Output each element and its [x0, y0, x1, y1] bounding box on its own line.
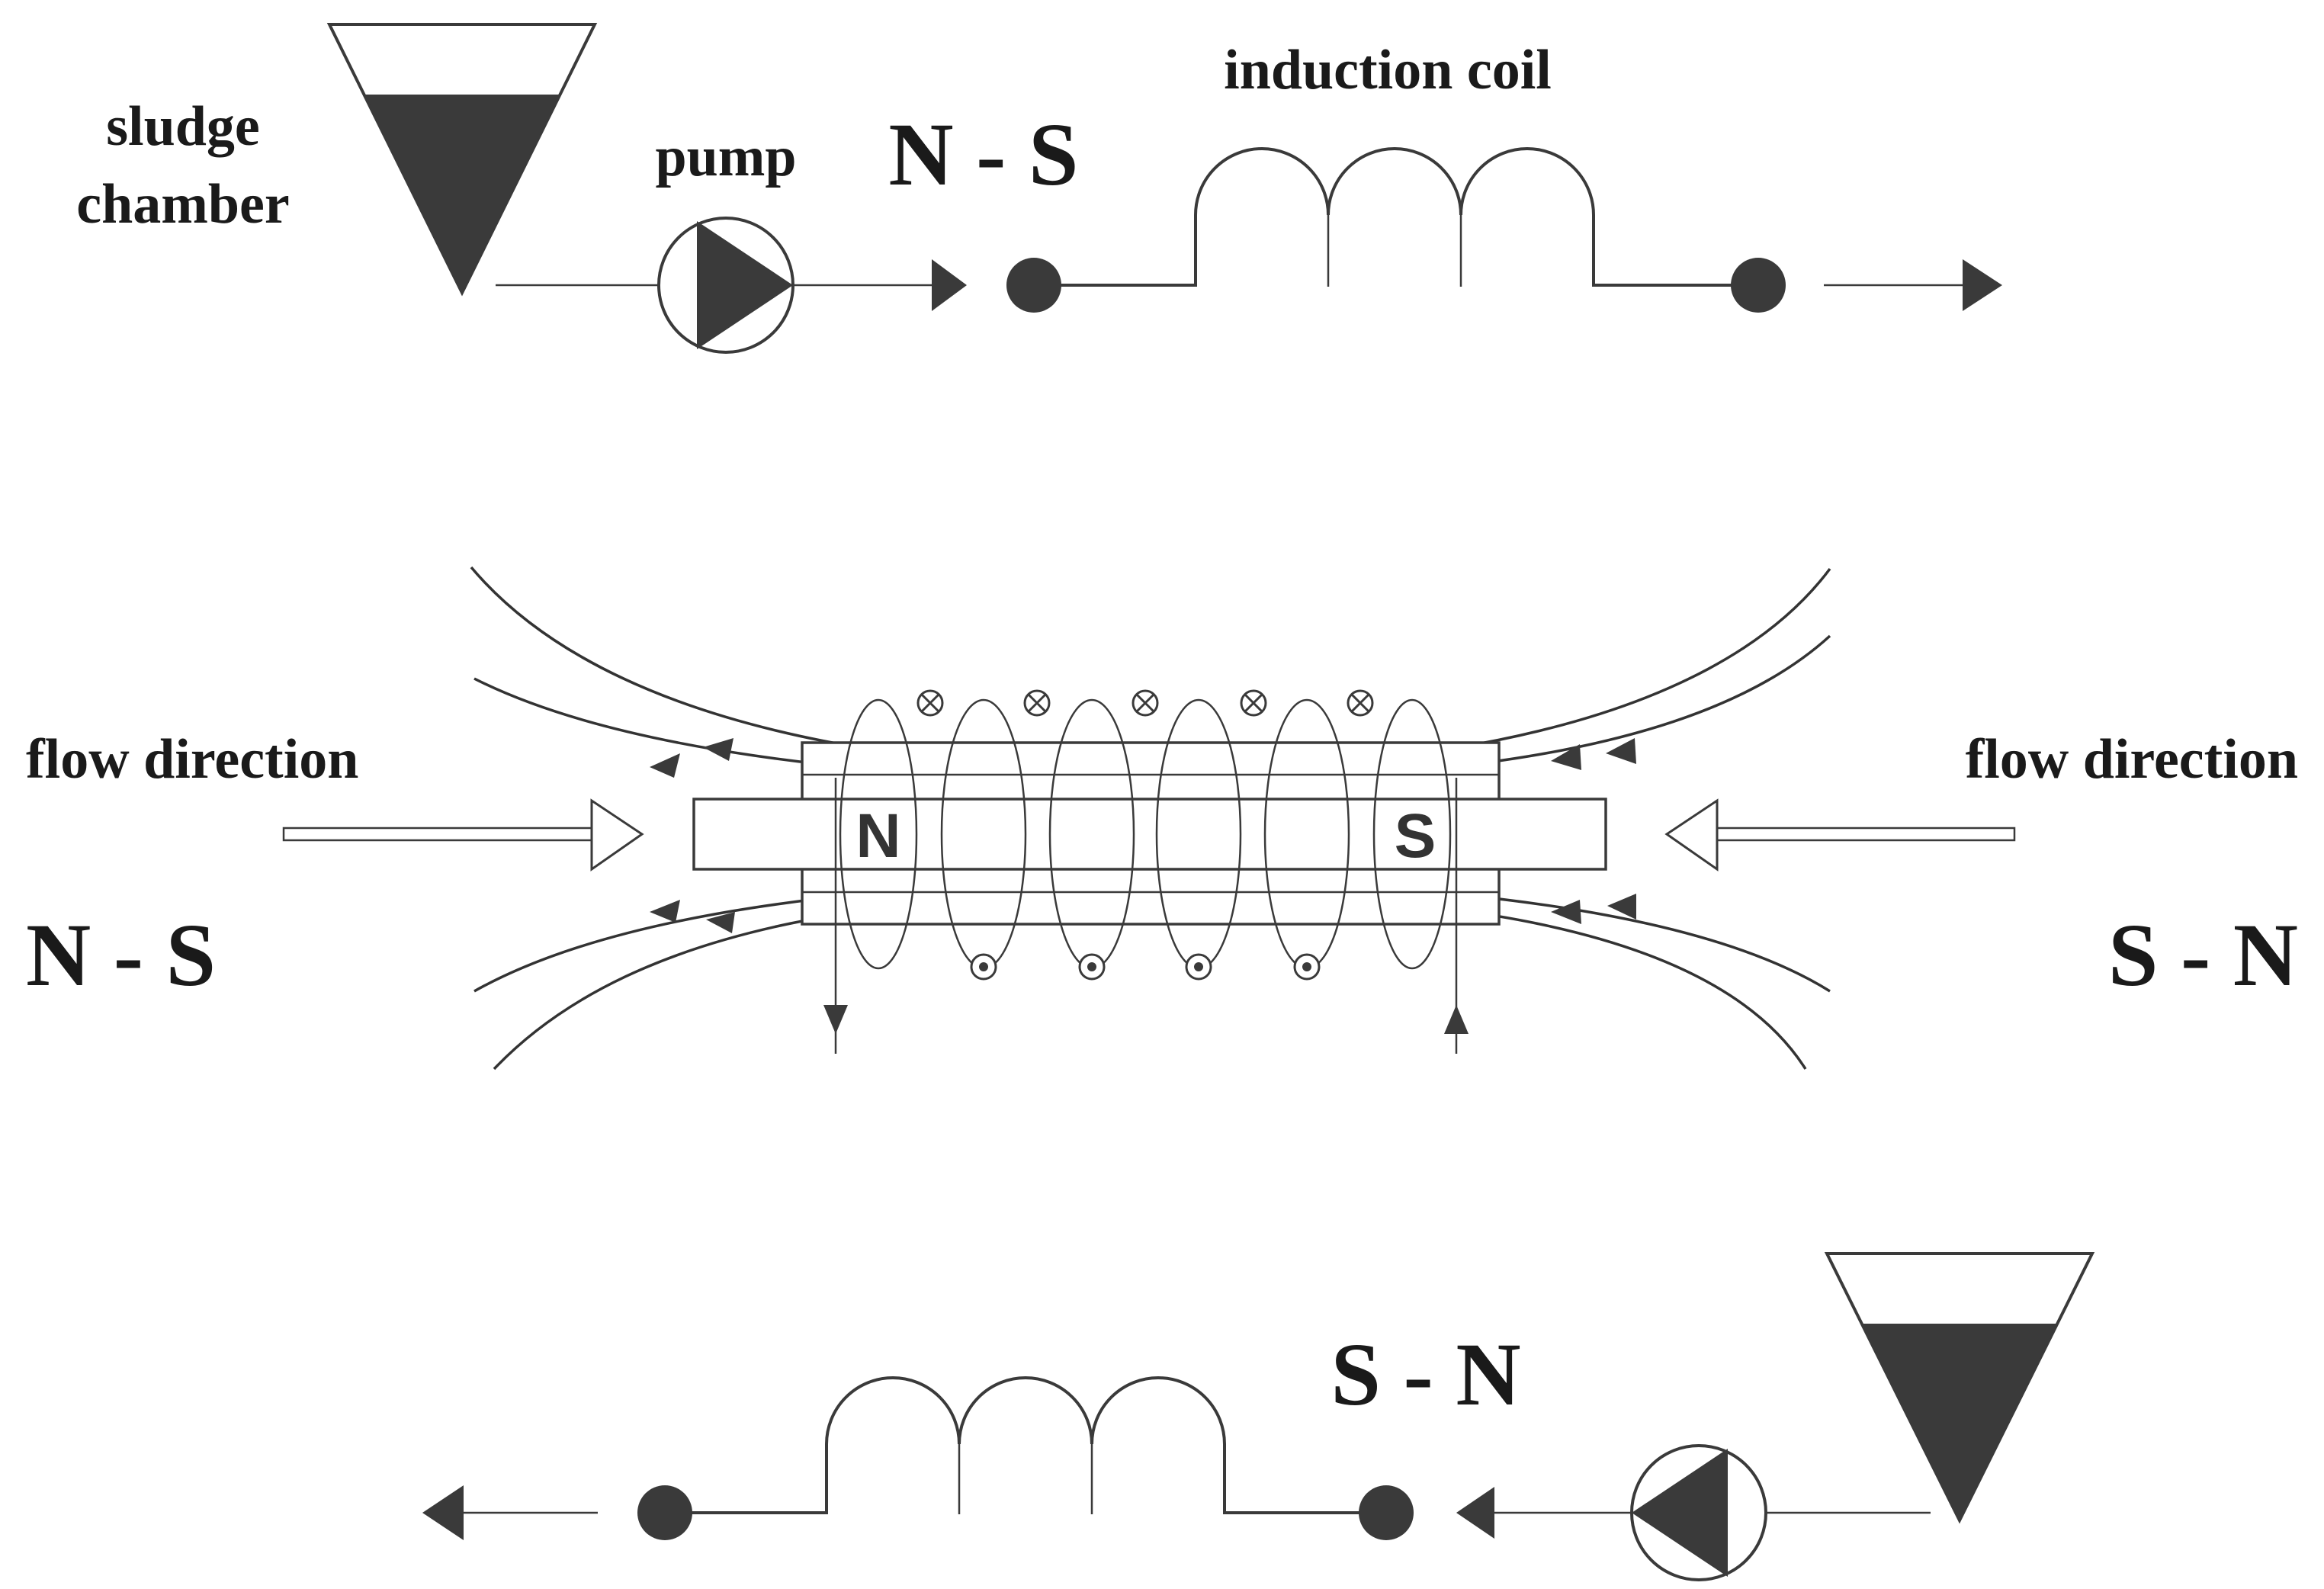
circle-cross-icon — [1347, 689, 1374, 717]
flow-direction-label-left: flow direction — [26, 728, 358, 791]
magnet-core — [692, 798, 1607, 871]
coil-loop — [1372, 698, 1452, 970]
bottom-circuit: S - N — [422, 1252, 2095, 1581]
lead-arrow-up-icon — [1444, 1005, 1469, 1034]
field-arrow-icon — [706, 912, 735, 933]
field-line-outer-top — [470, 566, 1831, 772]
flow-arrow-icon — [1456, 1487, 1494, 1539]
polarity-label-top: N - S — [888, 104, 1078, 204]
flow-arrow-shaft — [282, 827, 595, 842]
circle-cross-icon — [916, 689, 944, 717]
outlet-arrow-icon — [1963, 259, 2002, 311]
field-arrow-icon — [1551, 744, 1581, 770]
current-into-page-row — [916, 689, 1374, 717]
induction-coil-label: induction coil — [1224, 39, 1552, 101]
induction-coil-bottom — [665, 1376, 1386, 1514]
polarity-label-left: N - S — [26, 905, 216, 1005]
field-arrow-icon — [1607, 894, 1636, 920]
pump-icon — [1630, 1444, 1767, 1581]
sludge-level-fill — [365, 95, 559, 293]
top-circuit: sludge chamber pump N - S induction coil — [76, 23, 2002, 354]
pump-label: pump — [655, 126, 796, 188]
circle-cross-icon — [1023, 689, 1051, 717]
sludge-level-fill — [1863, 1324, 2056, 1520]
pole-north-label: N — [855, 801, 900, 871]
pump-icon — [657, 217, 794, 354]
outlet-arrow-icon — [422, 1485, 464, 1540]
flow-direction-left — [282, 798, 644, 872]
circle-cross-icon — [1132, 689, 1159, 717]
polarity-label-bottom: S - N — [1331, 1324, 1520, 1424]
pole-south-label: S — [1395, 801, 1436, 871]
sludge-chamber-label-line2: chamber — [76, 173, 290, 236]
flow-direction-label-right: flow direction — [1966, 728, 2298, 791]
filled-dot-icon — [1731, 258, 1786, 313]
circle-cross-icon — [1240, 689, 1267, 717]
coil-loop — [839, 698, 918, 970]
circle-dot-icon — [1293, 953, 1321, 981]
circle-dot-icon — [1078, 953, 1106, 981]
sludge-chamber-top — [326, 23, 598, 297]
field-arrow-icon — [1606, 738, 1636, 764]
lead-arrow-down-icon — [823, 1005, 848, 1034]
magnet-assembly: N S — [470, 566, 1831, 1071]
induction-coil-top — [1034, 147, 1758, 287]
flow-arrow-shaft — [1714, 827, 2016, 842]
hollow-arrow-right-icon — [590, 798, 644, 872]
flow-arrow-icon — [932, 259, 967, 311]
hollow-arrow-left-icon — [1664, 798, 1719, 872]
sludge-chamber-bottom — [1824, 1252, 2095, 1524]
sludge-chamber-label-line1: sludge — [106, 95, 260, 158]
current-out-of-page-row — [970, 953, 1321, 981]
polarity-label-right: S - N — [2108, 905, 2298, 1005]
filled-dot-icon — [1359, 1485, 1414, 1540]
field-arrow-icon — [650, 753, 680, 778]
circle-dot-icon — [1185, 953, 1212, 981]
field-arrow-icon — [1551, 900, 1581, 924]
circle-dot-icon — [970, 953, 997, 981]
field-arrow-icon — [703, 738, 733, 761]
flow-direction-right — [1664, 798, 2016, 872]
field-arrow-icon — [650, 900, 680, 923]
